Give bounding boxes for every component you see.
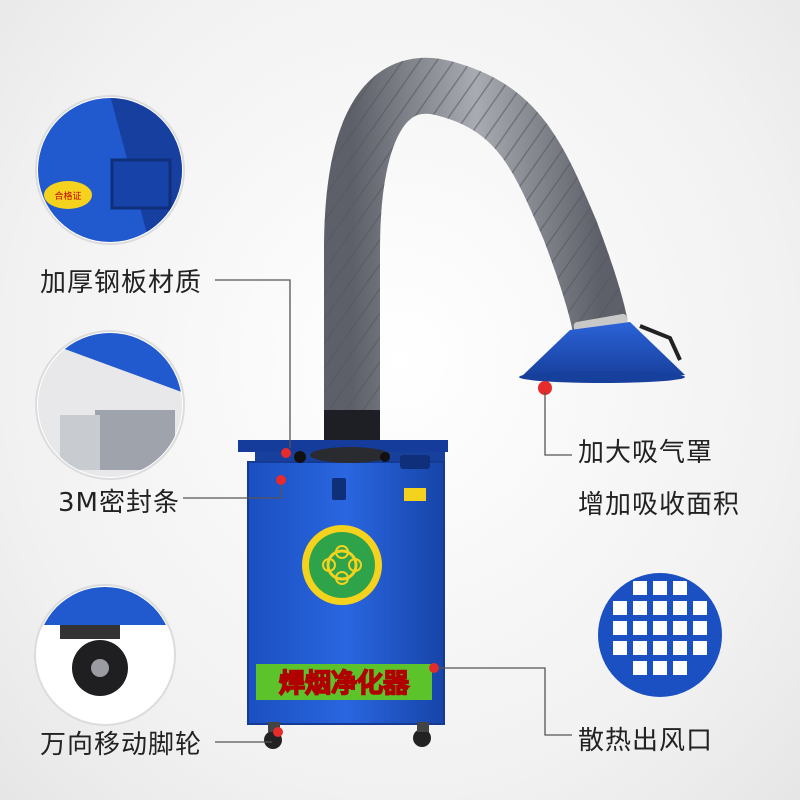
cert-badge-text: 合格证 xyxy=(54,190,81,202)
cert-sticker xyxy=(404,488,426,501)
seal-marker-dot xyxy=(276,475,286,485)
feature-label-casters: 万向移动脚轮 xyxy=(40,730,203,760)
feature-label-steel: 加厚钢板材质 xyxy=(40,268,203,298)
leader-lines xyxy=(183,279,572,743)
flexible-hose xyxy=(324,57,629,460)
feature-label-hood: 加大吸气罩 xyxy=(578,438,714,468)
feature-label-vent: 散热出风口 xyxy=(578,726,714,756)
detail-vent xyxy=(598,573,722,697)
hood-marker-dot xyxy=(538,381,552,395)
caster-marker-dot xyxy=(273,727,283,737)
environmental-emblem xyxy=(302,525,382,605)
feature-label-seal: 3M密封条 xyxy=(58,488,180,518)
detail-caster xyxy=(34,584,176,726)
name-panel xyxy=(256,664,432,700)
product-name-text: 焊烟净化器 xyxy=(279,669,410,699)
feature-label-hood-area: 增加吸收面积 xyxy=(578,490,741,520)
purifier-cabinet: 焊烟净化器 xyxy=(238,440,448,749)
detail-seal-strip xyxy=(35,330,185,480)
vent-marker-dot xyxy=(429,663,439,673)
cert-badge xyxy=(44,181,92,209)
suction-hood xyxy=(519,322,685,395)
steel-marker-dot xyxy=(281,448,291,458)
caster-wheel xyxy=(413,729,431,747)
detail-steel-plate: 合格证 xyxy=(35,95,185,245)
